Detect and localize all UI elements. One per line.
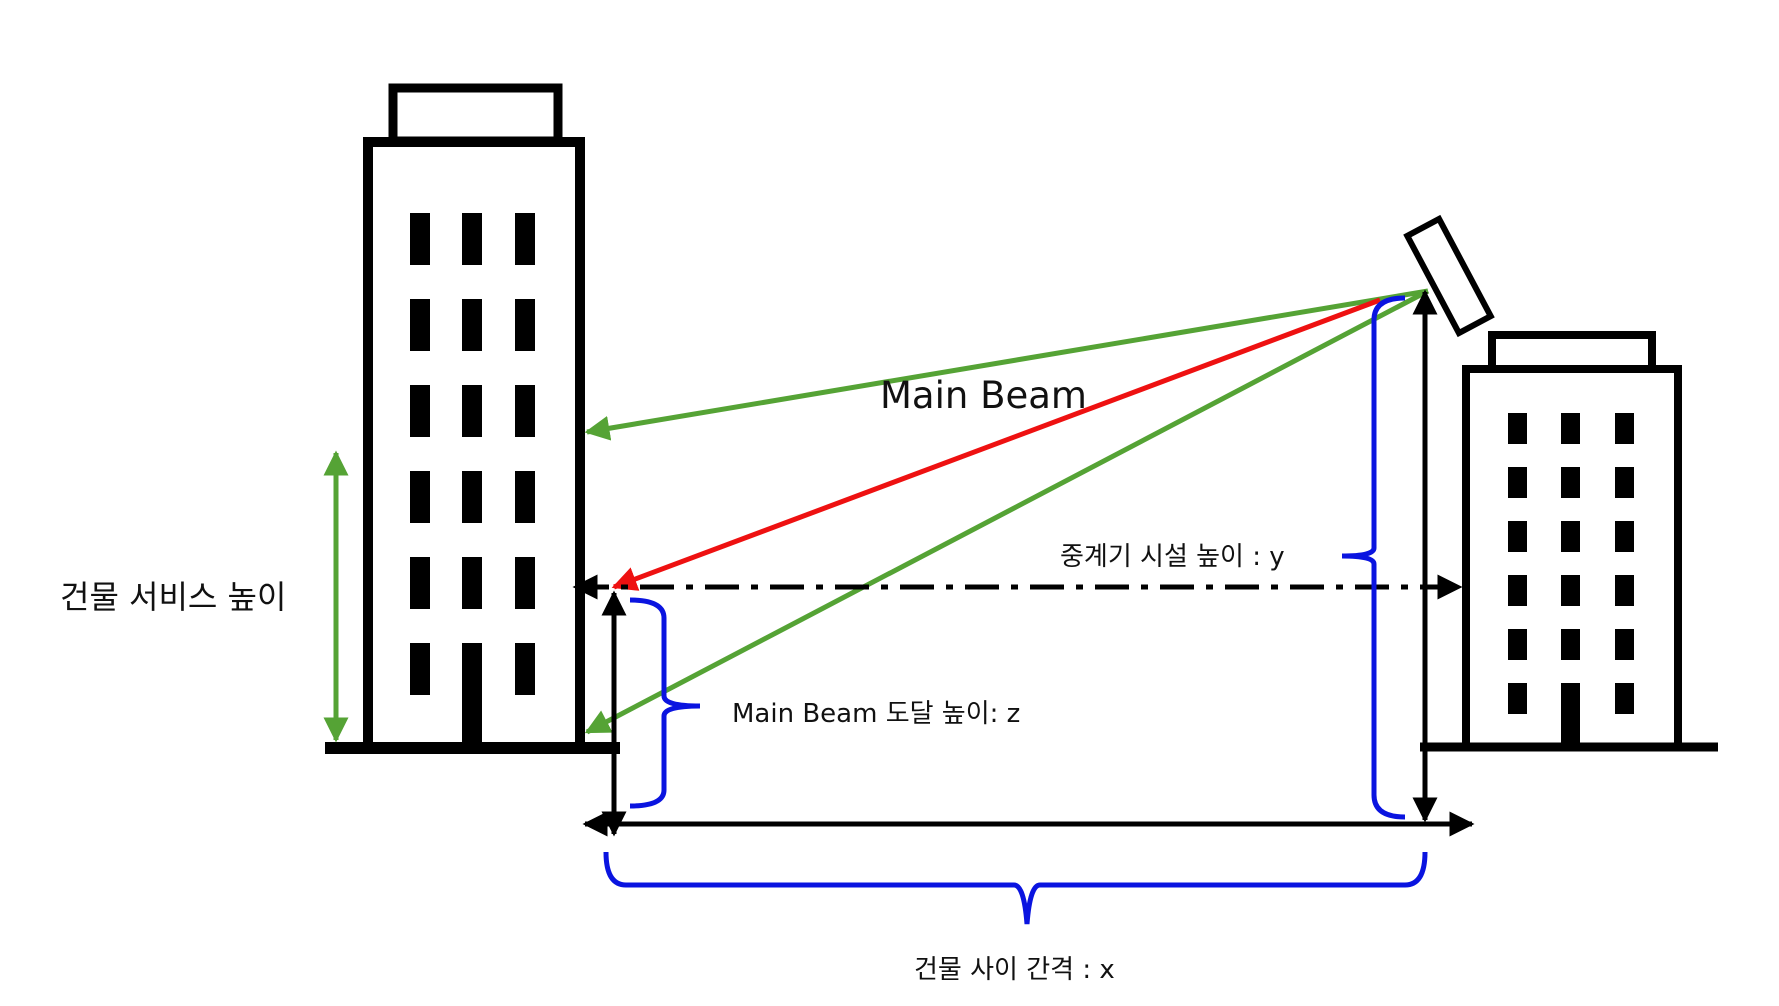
left-building [325, 83, 620, 754]
repeater-height-label: 중계기 시설 높이 : y [1060, 542, 1285, 572]
right-building [1420, 331, 1718, 752]
brace-beam-reach-height [629, 597, 701, 809]
brace-repeater-height [1341, 295, 1406, 820]
brace-building-gap [603, 851, 1428, 925]
right-building-roof-box [1488, 331, 1656, 373]
right-building-door [1561, 683, 1580, 747]
beam-lower-edge-arrow [584, 288, 1430, 735]
main-beam-label: Main Beam [880, 374, 1087, 417]
left-building-roof-box [388, 83, 563, 146]
left-building-windows [410, 213, 535, 695]
left-building-door [462, 643, 482, 747]
repeater-antenna [1403, 214, 1495, 338]
right-building-windows [1508, 413, 1634, 714]
beam-reach-height-label: Main Beam 도달 높이: z [732, 699, 1020, 729]
main-beam-arrow [611, 297, 1381, 591]
building-service-height-label: 건물 서비스 높이 [60, 578, 286, 616]
beam-upper-edge-arrow [584, 288, 1429, 441]
building-gap-label: 건물 사이 간격 : x [914, 955, 1115, 985]
